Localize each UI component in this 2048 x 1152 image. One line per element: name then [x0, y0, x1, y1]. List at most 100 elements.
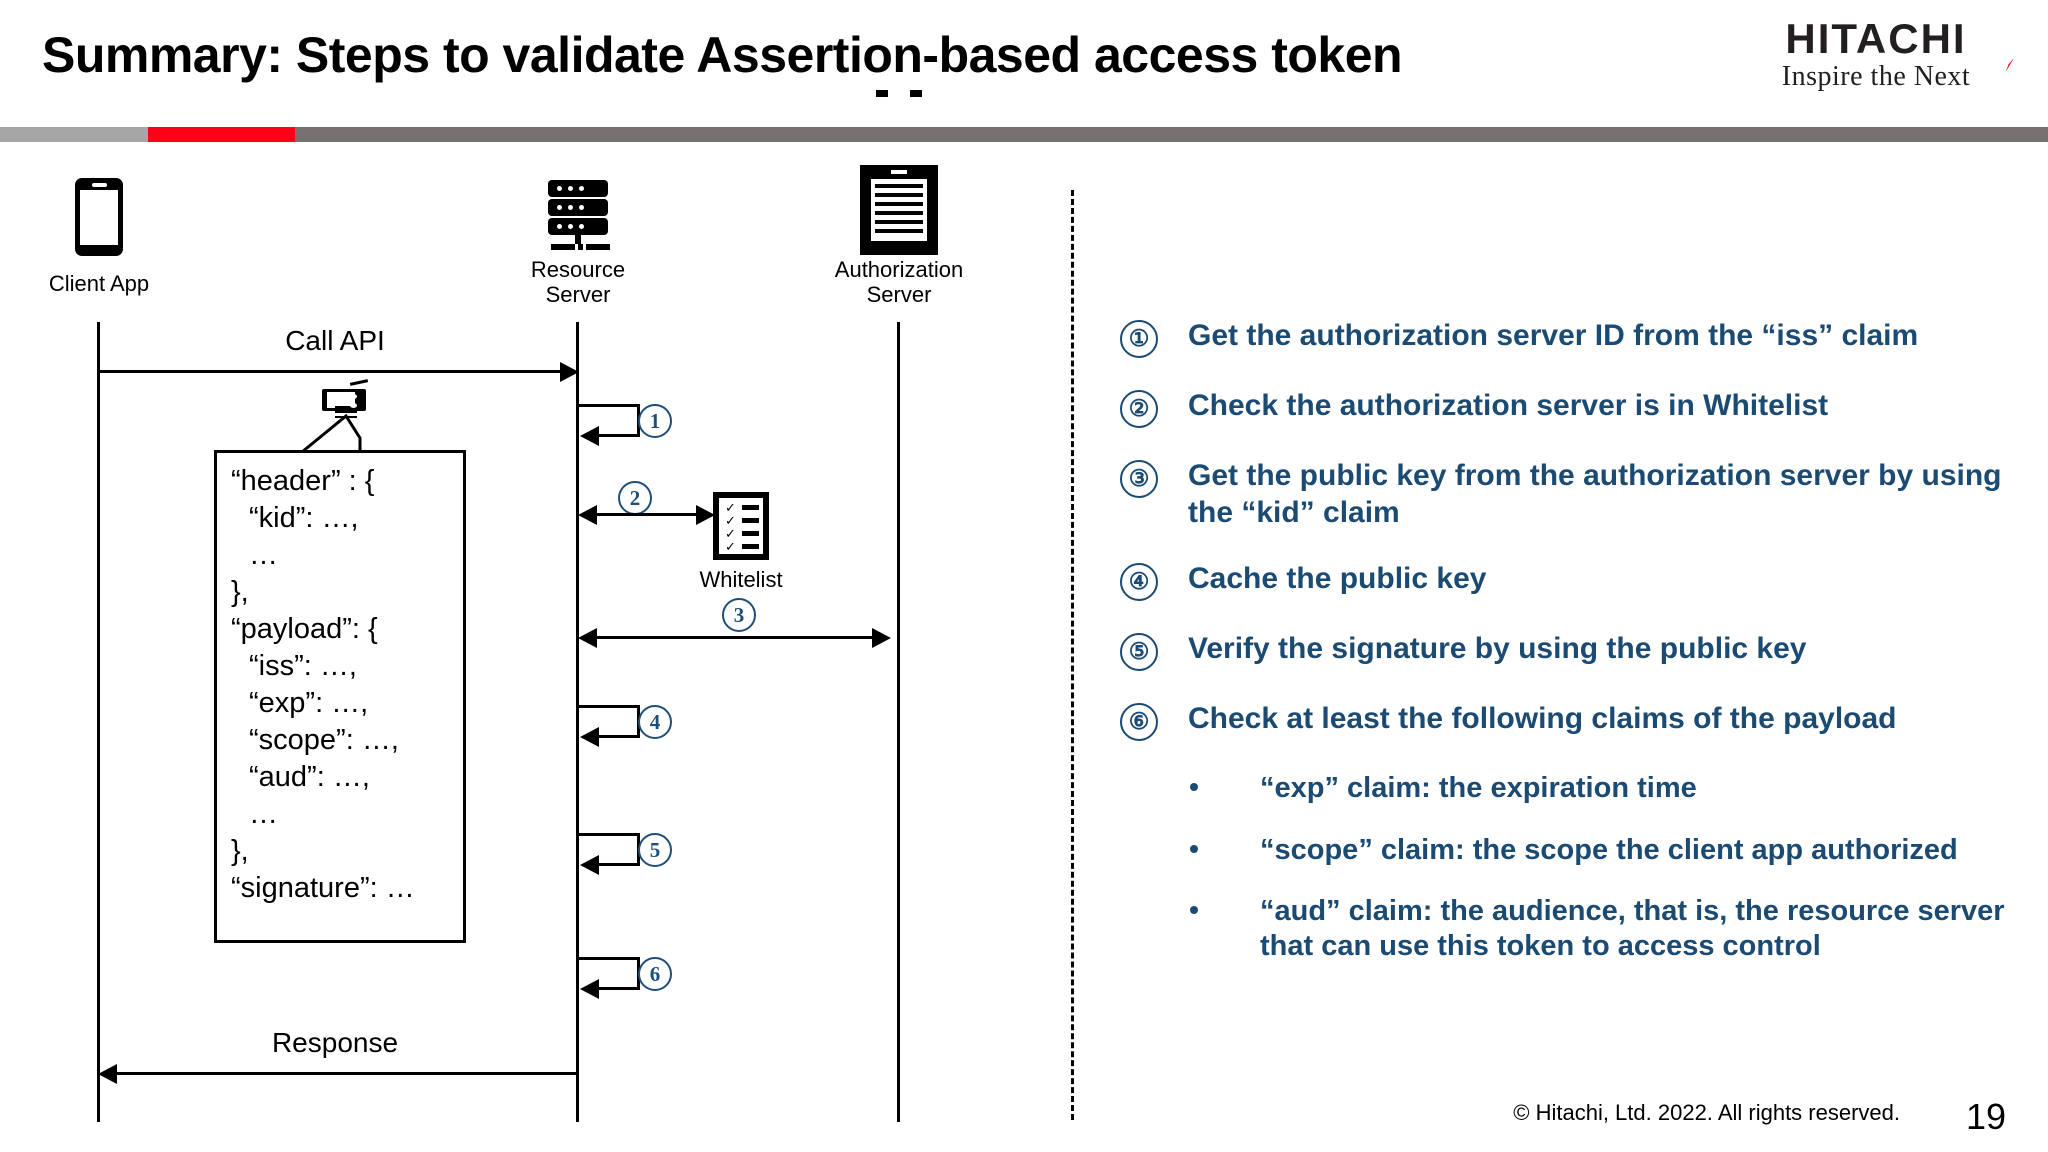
logo-tagline-text: Inspire the Next: [1781, 61, 1971, 92]
step-item: ⑤ Verify the signature by using the publ…: [1120, 631, 2020, 672]
page-number: 19: [1965, 1096, 2006, 1137]
steps-panel: ① Get the authorization server ID from t…: [1120, 318, 2020, 991]
token-json-callout: “header” : { “kid”: …, … }, “payload”: {…: [214, 450, 466, 943]
step-marker-5: 5: [638, 833, 672, 867]
step-number-badge: ①: [1120, 320, 1158, 358]
step6-loop-bottom: [598, 987, 640, 990]
step-number-badge: ③: [1120, 460, 1158, 498]
arrowhead-step4: [580, 727, 599, 747]
mainframe-panel: [871, 179, 927, 241]
arrowhead-step2-right: [696, 505, 715, 525]
message-arrow-call-api: [98, 370, 568, 373]
json-line: },: [231, 576, 249, 608]
token-flag: [349, 379, 369, 386]
step-number-badge: ⑥: [1120, 703, 1158, 742]
rule-segment-gray-right: [295, 127, 2048, 142]
bullet-icon: [1190, 905, 1198, 914]
step-sub-list: “exp” claim: the expiration time “scope”…: [1190, 771, 2020, 965]
json-line: },: [231, 835, 249, 867]
json-line: …: [249, 539, 278, 571]
bullet-icon: [1190, 783, 1198, 792]
arrowhead-step5: [580, 855, 599, 875]
sub-item-text: “scope” claim: the scope the client app …: [1260, 833, 1958, 866]
step-item: ④ Cache the public key: [1120, 561, 2020, 602]
arrowhead-step2-left: [578, 505, 597, 525]
step-text: Cache the public key: [1188, 562, 1487, 596]
json-line: “header” : {: [231, 465, 375, 497]
json-line: “aud”: …,: [249, 761, 370, 793]
hitachi-logo: HITACHI Inspire the Next: [1726, 18, 2026, 91]
step-text: Get the public key from the authorizatio…: [1188, 459, 2002, 529]
sub-item-text: “exp” claim: the expiration time: [1260, 772, 1697, 805]
json-line: “payload”: {: [231, 613, 378, 645]
step-marker-6: 6: [638, 957, 672, 991]
step-marker-2: 2: [618, 481, 652, 515]
sub-list-item: “exp” claim: the expiration time: [1190, 771, 2020, 806]
checklist-icon: ✓ ✓ ✓ ✓: [713, 492, 769, 560]
phone-speaker-icon: [92, 183, 107, 187]
token-notch-bottom: [350, 403, 357, 408]
message-label-response: Response: [271, 1027, 399, 1058]
rack-stem: [575, 234, 581, 244]
rack-unit: [548, 199, 608, 216]
callout-pointer: [301, 413, 362, 454]
logo-tagline: Inspire the Next: [1726, 58, 2026, 92]
rule-segment-red: [148, 127, 295, 142]
arrowhead-call-api: [560, 362, 579, 382]
arrowhead-step3-left: [578, 628, 597, 648]
step4-loop-top: [578, 705, 640, 708]
actor-label-authorization-server-line1: Authorization: [834, 257, 964, 282]
step1-loop-top: [578, 404, 640, 407]
mobile-phone-icon: [75, 178, 123, 256]
message-label-call-api: Call API: [285, 325, 385, 356]
step-text: Check at least the following claims of t…: [1188, 702, 1897, 736]
step4-loop-bottom: [598, 735, 640, 738]
message-arrow-step3: [596, 636, 882, 639]
step-marker-3: 3: [722, 598, 756, 632]
copyright-notice: © Hitachi, Ltd. 2022. All rights reserve…: [1513, 1100, 1900, 1125]
panel-divider: [1071, 190, 1074, 1120]
json-line: “kid”: …,: [249, 502, 359, 534]
arrowhead-step6: [580, 979, 599, 999]
token-notch-top: [350, 394, 357, 399]
sub-list-item: “aud” claim: the audience, that is, the …: [1190, 894, 2020, 965]
rack-unit: [548, 218, 608, 235]
logo-accent-icon: [2005, 58, 2014, 72]
lifeline-client-app: [97, 322, 100, 1122]
step-text: Check the authorization server is in Whi…: [1188, 389, 1829, 422]
actor-label-client-app: Client App: [48, 271, 150, 296]
step-item: ③ Get the public key from the authorizat…: [1120, 458, 2020, 531]
rack-server-icon: [548, 180, 610, 256]
rack-base-right: [586, 244, 610, 250]
step-item: ② Check the authorization server is in W…: [1120, 388, 2020, 428]
lifeline-resource-server: [576, 322, 579, 1122]
step-number-badge: ④: [1120, 563, 1158, 602]
json-line: “scope”: …,: [249, 724, 399, 756]
actor-label-resource-server-line2: Server: [545, 282, 611, 307]
step-text: Verify the signature by using the public…: [1188, 632, 1807, 666]
json-line: “signature”: …: [231, 872, 415, 904]
mainframe-foot-right: [910, 90, 922, 97]
access-token-ticket-icon: [322, 379, 369, 418]
actor-label-resource-server-line1: Resource: [530, 257, 626, 282]
sub-list-item: “scope” claim: the scope the client app …: [1190, 833, 2020, 868]
arrowhead-step1: [580, 426, 599, 446]
message-arrow-step2: [596, 513, 706, 516]
phone-screen: [80, 190, 118, 245]
mainframe-server-icon: [860, 165, 938, 255]
arrowhead-step3-right: [872, 628, 891, 648]
page-title: Summary: Steps to validate Assertion-bas…: [42, 27, 1403, 83]
step1-loop-bottom: [598, 434, 640, 437]
header-rule: [0, 127, 2048, 142]
step-marker-4: 4: [638, 705, 672, 739]
step-text: Get the authorization server ID from the…: [1188, 319, 1919, 352]
step-marker-1: 1: [638, 404, 672, 438]
step6-loop-top: [578, 957, 640, 960]
logo-wordmark: HITACHI: [1785, 15, 1967, 62]
mainframe-indicator: [891, 170, 907, 174]
rack-unit: [548, 180, 608, 197]
rack-base-left: [551, 244, 575, 250]
mainframe-foot-left: [876, 90, 888, 97]
json-line: “iss”: …,: [249, 650, 357, 682]
checklist-paper: ✓ ✓ ✓ ✓: [719, 498, 763, 554]
